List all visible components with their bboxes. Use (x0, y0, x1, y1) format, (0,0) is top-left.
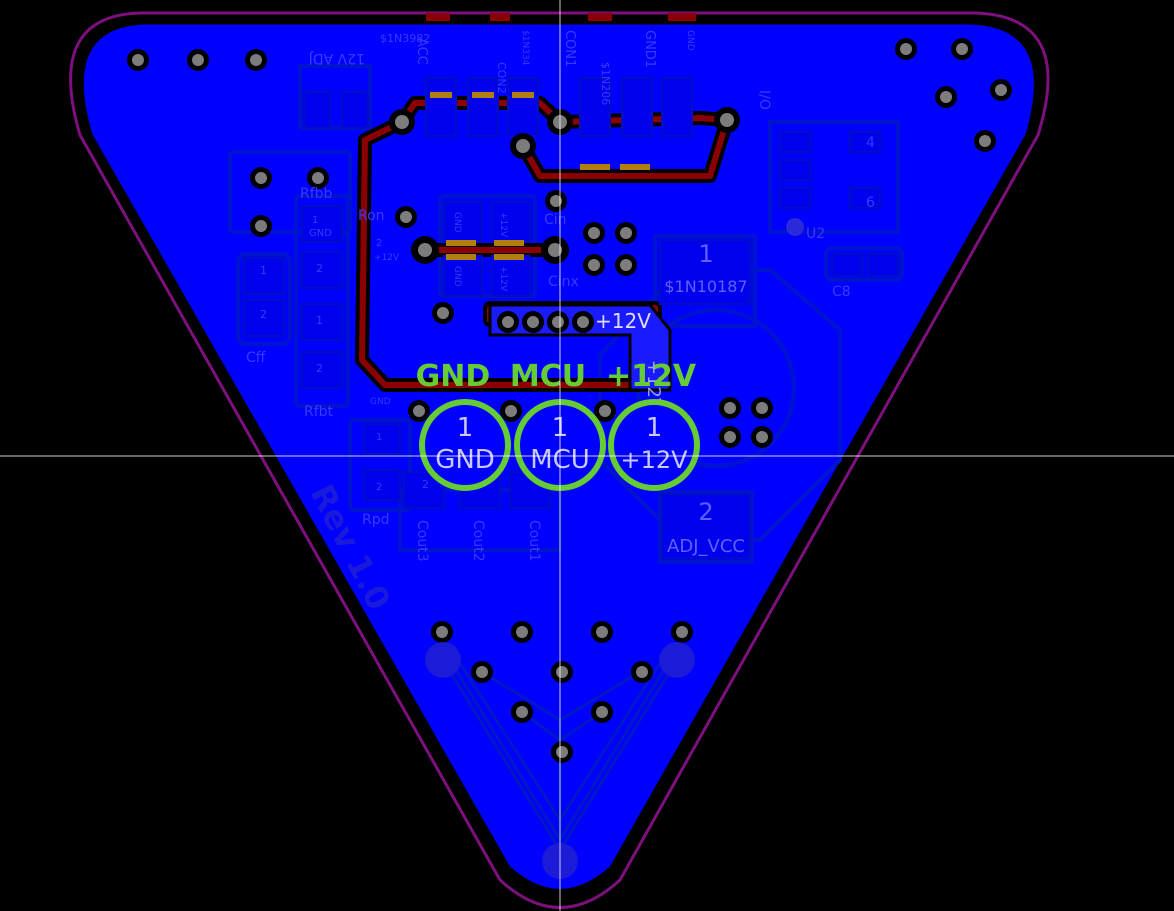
label-rpd: Rpd (362, 512, 390, 528)
label-con1: CON1 (562, 30, 577, 67)
plus12-pad-number: 1 (646, 413, 663, 443)
pad-label-r1: 1 (312, 215, 318, 226)
plus12-pad-net: +12V (620, 446, 688, 474)
connector-titles: GND MCU +12V (416, 359, 697, 394)
label-rfbt: Rfbt (304, 404, 334, 420)
u1-pad-labels: 1 $1N10187 2 ADJ_VCC (664, 240, 747, 557)
edge-connector-pads (426, 13, 696, 21)
label-cout3: Cout3 (414, 520, 430, 562)
label-cinx: Cinx (548, 274, 579, 290)
label-io: I/O (756, 90, 772, 110)
label-gnd-top: GND (685, 30, 695, 51)
u1-pin2-number: 2 (698, 498, 713, 526)
label-u2-pin6: 6 (866, 195, 875, 211)
gnd-pad-number: 1 (457, 413, 474, 443)
through-holes (127, 38, 1012, 879)
label-u2: U2 (806, 226, 825, 242)
gnd-connector-title: GND (416, 359, 491, 394)
label-gnd1: GND1 (642, 30, 657, 68)
label-u2-pin4: 4 (866, 135, 875, 151)
u1-pin1-net: $1N10187 (664, 277, 747, 296)
mcu-connector-title: MCU (510, 359, 586, 394)
u1-pin1-number: 1 (698, 240, 713, 268)
gnd-pad-net: GND (435, 445, 495, 475)
pad-label-c1: 1 (260, 264, 267, 277)
label-12v-adj: 12V ADJ (309, 50, 365, 66)
pad-label-r2: 2 (316, 262, 323, 275)
label-ron: Ron (358, 208, 385, 224)
label-rfbb: Rfbb (300, 186, 333, 202)
plus12-vertical-label: +12V (643, 360, 664, 411)
label-1n3982: $1N3982 (380, 32, 430, 45)
pad-label-cinx-gnd: GND (452, 266, 462, 287)
pad-label-cinx-12v: +12V (498, 266, 508, 292)
label-cout2: Cout2 (470, 520, 486, 562)
label-c8: C8 (832, 284, 851, 300)
plus12-connector-title: +12V (606, 359, 697, 394)
plus12-pad-label: +12V (595, 309, 651, 333)
label-con2-top: CON2 (495, 62, 508, 94)
board-outline (69, 11, 1050, 909)
pad-label-gnd-small: GND (370, 397, 391, 407)
gnd-test-pad[interactable]: 1 GND (419, 399, 511, 491)
label-acc: ACC (414, 38, 429, 65)
label-cout1: Cout1 (526, 520, 542, 562)
u1-pin2-net: ADJ_VCC (667, 536, 745, 557)
pad-label-12v-small: +12V (374, 253, 400, 263)
label-1n206: $1N206 (599, 62, 612, 105)
pad-label-r3: 1 (316, 314, 323, 327)
label-cff: Cff (246, 350, 266, 366)
pad-label-ron2: 2 (376, 238, 382, 249)
copper-pads-gold (430, 92, 650, 260)
pad-label-c2: 2 (260, 308, 267, 321)
pad-label-cin-gnd: GND (452, 212, 462, 233)
pad-label-cin-12v: +12V (498, 212, 508, 238)
label-1n334: $1N334 (520, 30, 530, 66)
pad-label-gnd-r: GND (309, 228, 332, 239)
pad-label-rpd2: 2 (376, 482, 382, 493)
pad-label-cout3: 2 (422, 478, 429, 491)
courtyard-outlines (228, 64, 904, 564)
pad-label-r4: 2 (316, 362, 323, 375)
plus12-test-pad[interactable]: 1 +12V (608, 399, 700, 491)
label-cin: Cin (544, 212, 567, 228)
pad-label-rpd1: 1 (376, 432, 382, 443)
